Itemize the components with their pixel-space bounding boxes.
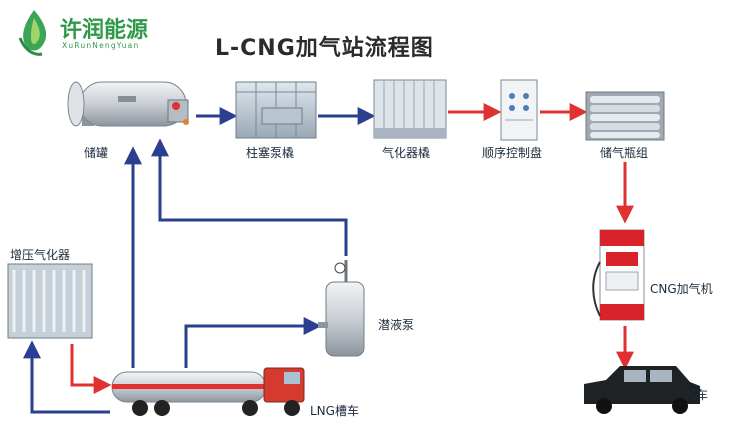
brand-name-en: XuRunNengYuan — [62, 41, 140, 50]
label-vaporizer-skid: 气化器橇 — [382, 146, 431, 160]
storage-tank-image — [67, 81, 189, 127]
gas-cylinder-group-image — [585, 91, 665, 141]
line-truck-to-pump — [184, 317, 322, 368]
booster-vaporizer-image — [7, 263, 93, 339]
label-booster-vaporizer: 增压气化器 — [10, 248, 71, 262]
submersible-pump-image — [318, 260, 365, 357]
lng-truck-image — [111, 367, 305, 416]
brand-name: 许润能源 — [60, 18, 149, 43]
label-piston-pump-skid: 柱塞泵橇 — [246, 146, 295, 160]
cng-dispenser-image — [592, 229, 645, 321]
line-truck-to-booster — [23, 340, 110, 414]
line-pump-to-tank — [151, 138, 348, 256]
label-submersible-pump: 潜液泵 — [378, 318, 415, 332]
vaporizer-skid-image — [373, 79, 447, 139]
label-car: 汽车 — [684, 388, 709, 402]
label-sequence-panel: 顺序控制盘 — [482, 146, 543, 160]
label-storage-tank: 储罐 — [84, 146, 109, 160]
label-lng-truck: LNG槽车 — [310, 404, 359, 418]
brand-logo-icon — [18, 10, 47, 56]
diagram-title: L-CNG加气站流程图 — [215, 36, 434, 61]
piston-pump-skid-image — [235, 81, 317, 139]
sequence-panel-image — [500, 79, 538, 141]
label-cng-dispenser: CNG加气机 — [650, 282, 713, 296]
label-gas-cylinder-group: 储气瓶组 — [600, 146, 649, 160]
car-image — [584, 366, 700, 414]
line-booster-to-truck — [70, 344, 112, 394]
